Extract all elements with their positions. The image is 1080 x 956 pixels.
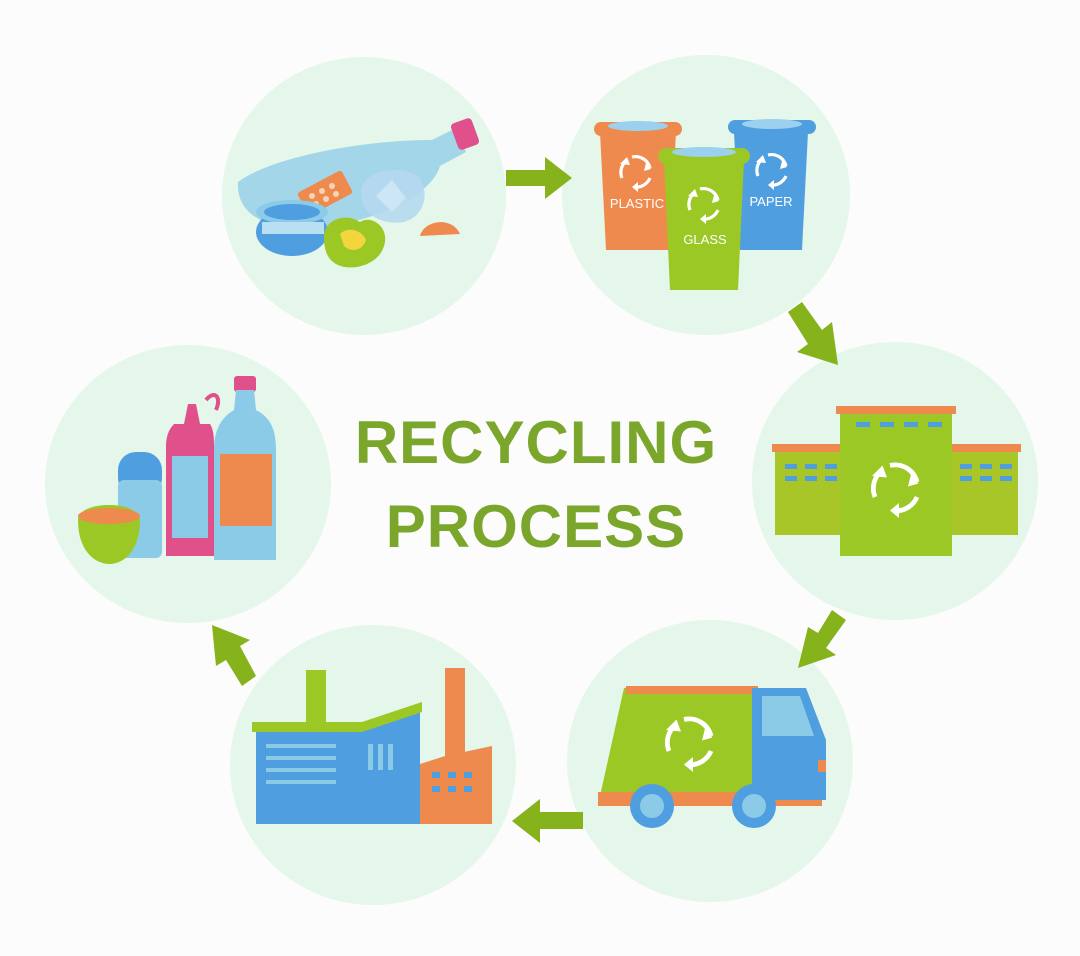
sorting-bins-icon: PLASTIC PAPER GLASS bbox=[594, 119, 816, 290]
diagram-title-line1: RECYCLING bbox=[354, 409, 718, 476]
bin-label-paper: PAPER bbox=[749, 194, 792, 209]
new-products-icon bbox=[78, 376, 276, 564]
factory-icon bbox=[252, 668, 492, 824]
mixed-waste-icon bbox=[237, 118, 479, 268]
arrow-icon bbox=[798, 610, 846, 668]
diagram-title-line2: PROCESS bbox=[385, 493, 687, 560]
arrow-icon bbox=[512, 799, 583, 843]
arrow-icon bbox=[212, 625, 256, 686]
bin-label-plastic: PLASTIC bbox=[610, 196, 664, 211]
arrow-icon bbox=[506, 157, 572, 199]
recycling-plant-icon bbox=[772, 406, 1021, 556]
bin-label-glass: GLASS bbox=[683, 232, 727, 247]
garbage-truck-icon bbox=[598, 686, 826, 828]
arrow-icon bbox=[788, 302, 838, 365]
